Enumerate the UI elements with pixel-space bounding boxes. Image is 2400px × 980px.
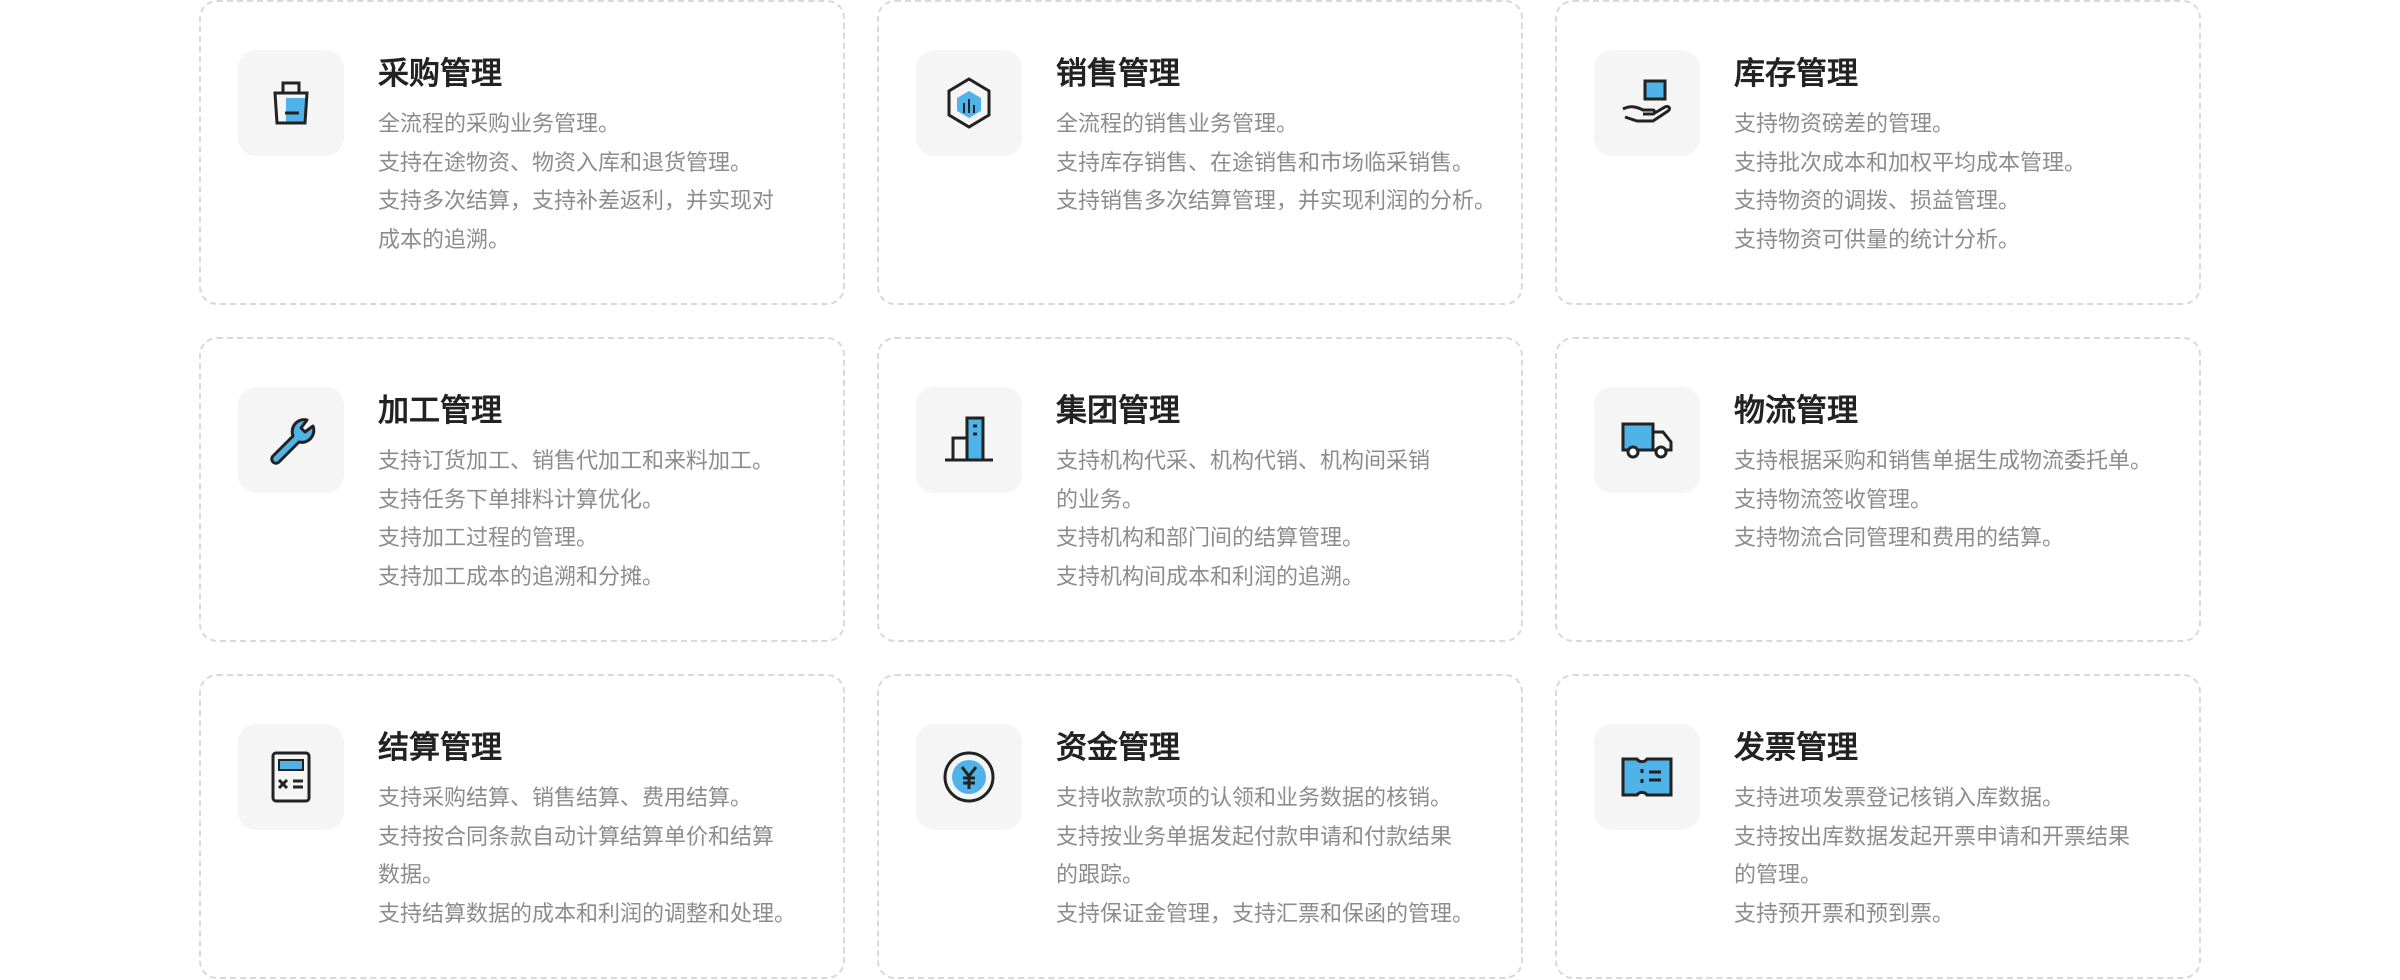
feature-description-line: 支持根据采购和销售单据生成物流委托单。 (1734, 449, 2153, 474)
feature-description-line: 支持收款款项的认领和业务数据的核销。 (1056, 786, 1453, 811)
feature-description-line: 全流程的采购业务管理。 (378, 112, 621, 137)
feature-description-line: 支持加工过程的管理。 (378, 526, 599, 551)
feature-title: 集团管理 (1056, 393, 1180, 429)
feature-description: 支持根据采购和销售单据生成物流委托单。支持物流签收管理。支持物流合同管理和费用的… (1734, 443, 2204, 559)
feature-description: 支持进项发票登记核销入库数据。支持按出库数据发起开票申请和开票结果的管理。支持预… (1734, 780, 2204, 934)
feature-card[interactable]: 销售管理 全流程的销售业务管理。支持库存销售、在途销售和市场临采销售。支持销售多… (877, 0, 1523, 305)
feature-title: 采购管理 (378, 56, 502, 92)
feature-description-line: 支持多次结算，支持补差返利，并实现对 (378, 189, 775, 214)
feature-description-line: 支持物资磅差的管理。 (1734, 112, 1955, 137)
building-icon (916, 387, 1022, 493)
feature-card[interactable]: 资金管理 支持收款款项的认领和业务数据的核销。支持按业务单据发起付款申请和付款结… (877, 674, 1523, 979)
feature-title: 库存管理 (1734, 56, 1858, 92)
yuan-coin-icon (916, 724, 1022, 830)
feature-description-line: 支持物流合同管理和费用的结算。 (1734, 526, 2065, 551)
hexagon-chart-icon (916, 50, 1022, 156)
feature-description: 全流程的采购业务管理。支持在途物资、物资入库和退货管理。支持多次结算，支持补差返… (378, 106, 848, 260)
truck-icon (1594, 387, 1700, 493)
calculator-icon (238, 724, 344, 830)
feature-description-line: 支持销售多次结算管理，并实现利润的分析。 (1056, 189, 1497, 214)
feature-description-line: 支持批次成本和加权平均成本管理。 (1734, 150, 2087, 176)
feature-description-line: 支持物流签收管理。 (1734, 487, 1933, 513)
feature-title: 物流管理 (1734, 393, 1858, 429)
feature-description-line: 的业务。 (1056, 487, 1145, 513)
feature-description-line: 支持加工成本的追溯和分摊。 (378, 564, 665, 590)
ticket-icon (1594, 724, 1700, 830)
feature-card[interactable]: 集团管理 支持机构代采、机构代销、机构间采销的业务。支持机构和部门间的结算管理。… (877, 337, 1523, 642)
shopping-bag-icon (238, 50, 344, 156)
feature-description-line: 支持机构代采、机构代销、机构间采销 (1056, 449, 1431, 474)
feature-description-line: 支持物资可供量的统计分析。 (1734, 227, 2021, 253)
feature-description-line: 的管理。 (1734, 863, 1823, 888)
feature-description-line: 支持结算数据的成本和利润的调整和处理。 (378, 901, 797, 927)
feature-description: 支持订货加工、销售代加工和来料加工。支持任务下单排料计算优化。支持加工过程的管理… (378, 443, 848, 597)
feature-description-line: 成本的追溯。 (378, 227, 511, 253)
feature-card[interactable]: 发票管理 支持进项发票登记核销入库数据。支持按出库数据发起开票申请和开票结果的管… (1555, 674, 2201, 979)
feature-description-line: 支持按业务单据发起付款申请和付款结果 (1056, 824, 1453, 850)
feature-description-line: 支持按合同条款自动计算结算单价和结算 (378, 824, 775, 850)
feature-description-line: 支持保证金管理，支持汇票和保函的管理。 (1056, 901, 1475, 927)
feature-title: 销售管理 (1056, 56, 1180, 92)
feature-description-line: 支持物资的调拨、损益管理。 (1734, 189, 2021, 214)
feature-grid: 采购管理 全流程的采购业务管理。支持在途物资、物资入库和退货管理。支持多次结算，… (199, 0, 2201, 979)
feature-description-line: 支持进项发票登记核销入库数据。 (1734, 786, 2065, 811)
feature-description-line: 全流程的销售业务管理。 (1056, 112, 1299, 137)
feature-title: 结算管理 (378, 730, 502, 766)
feature-description-line: 支持按出库数据发起开票申请和开票结果 (1734, 824, 2131, 850)
hand-box-icon (1594, 50, 1700, 156)
feature-description-line: 支持任务下单排料计算优化。 (378, 487, 665, 513)
feature-description: 支持物资磅差的管理。支持批次成本和加权平均成本管理。支持物资的调拨、损益管理。支… (1734, 106, 2204, 260)
feature-description-line: 支持订货加工、销售代加工和来料加工。 (378, 449, 775, 474)
feature-card[interactable]: 加工管理 支持订货加工、销售代加工和来料加工。支持任务下单排料计算优化。支持加工… (199, 337, 845, 642)
feature-card[interactable]: 结算管理 支持采购结算、销售结算、费用结算。支持按合同条款自动计算结算单价和结算… (199, 674, 845, 979)
feature-description-line: 支持库存销售、在途销售和市场临采销售。 (1056, 150, 1475, 176)
feature-title: 发票管理 (1734, 730, 1858, 766)
feature-title: 加工管理 (378, 393, 502, 429)
feature-description-line: 数据。 (378, 863, 445, 888)
feature-description: 支持机构代采、机构代销、机构间采销的业务。支持机构和部门间的结算管理。支持机构间… (1056, 443, 1526, 597)
feature-card[interactable]: 采购管理 全流程的采购业务管理。支持在途物资、物资入库和退货管理。支持多次结算，… (199, 0, 845, 305)
feature-description: 支持采购结算、销售结算、费用结算。支持按合同条款自动计算结算单价和结算数据。支持… (378, 780, 848, 934)
feature-card[interactable]: 库存管理 支持物资磅差的管理。支持批次成本和加权平均成本管理。支持物资的调拨、损… (1555, 0, 2201, 305)
feature-description-line: 支持预开票和预到票。 (1734, 901, 1955, 927)
wrench-icon (238, 387, 344, 493)
feature-description-line: 支持在途物资、物资入库和退货管理。 (378, 150, 753, 176)
feature-description-line: 的跟踪。 (1056, 863, 1145, 888)
feature-description-line: 支持采购结算、销售结算、费用结算。 (378, 786, 753, 811)
feature-title: 资金管理 (1056, 730, 1180, 766)
feature-description: 全流程的销售业务管理。支持库存销售、在途销售和市场临采销售。支持销售多次结算管理… (1056, 106, 1526, 222)
feature-description: 支持收款款项的认领和业务数据的核销。支持按业务单据发起付款申请和付款结果的跟踪。… (1056, 780, 1526, 934)
feature-card[interactable]: 物流管理 支持根据采购和销售单据生成物流委托单。支持物流签收管理。支持物流合同管… (1555, 337, 2201, 642)
feature-description-line: 支持机构间成本和利润的追溯。 (1056, 564, 1365, 590)
feature-description-line: 支持机构和部门间的结算管理。 (1056, 526, 1365, 551)
